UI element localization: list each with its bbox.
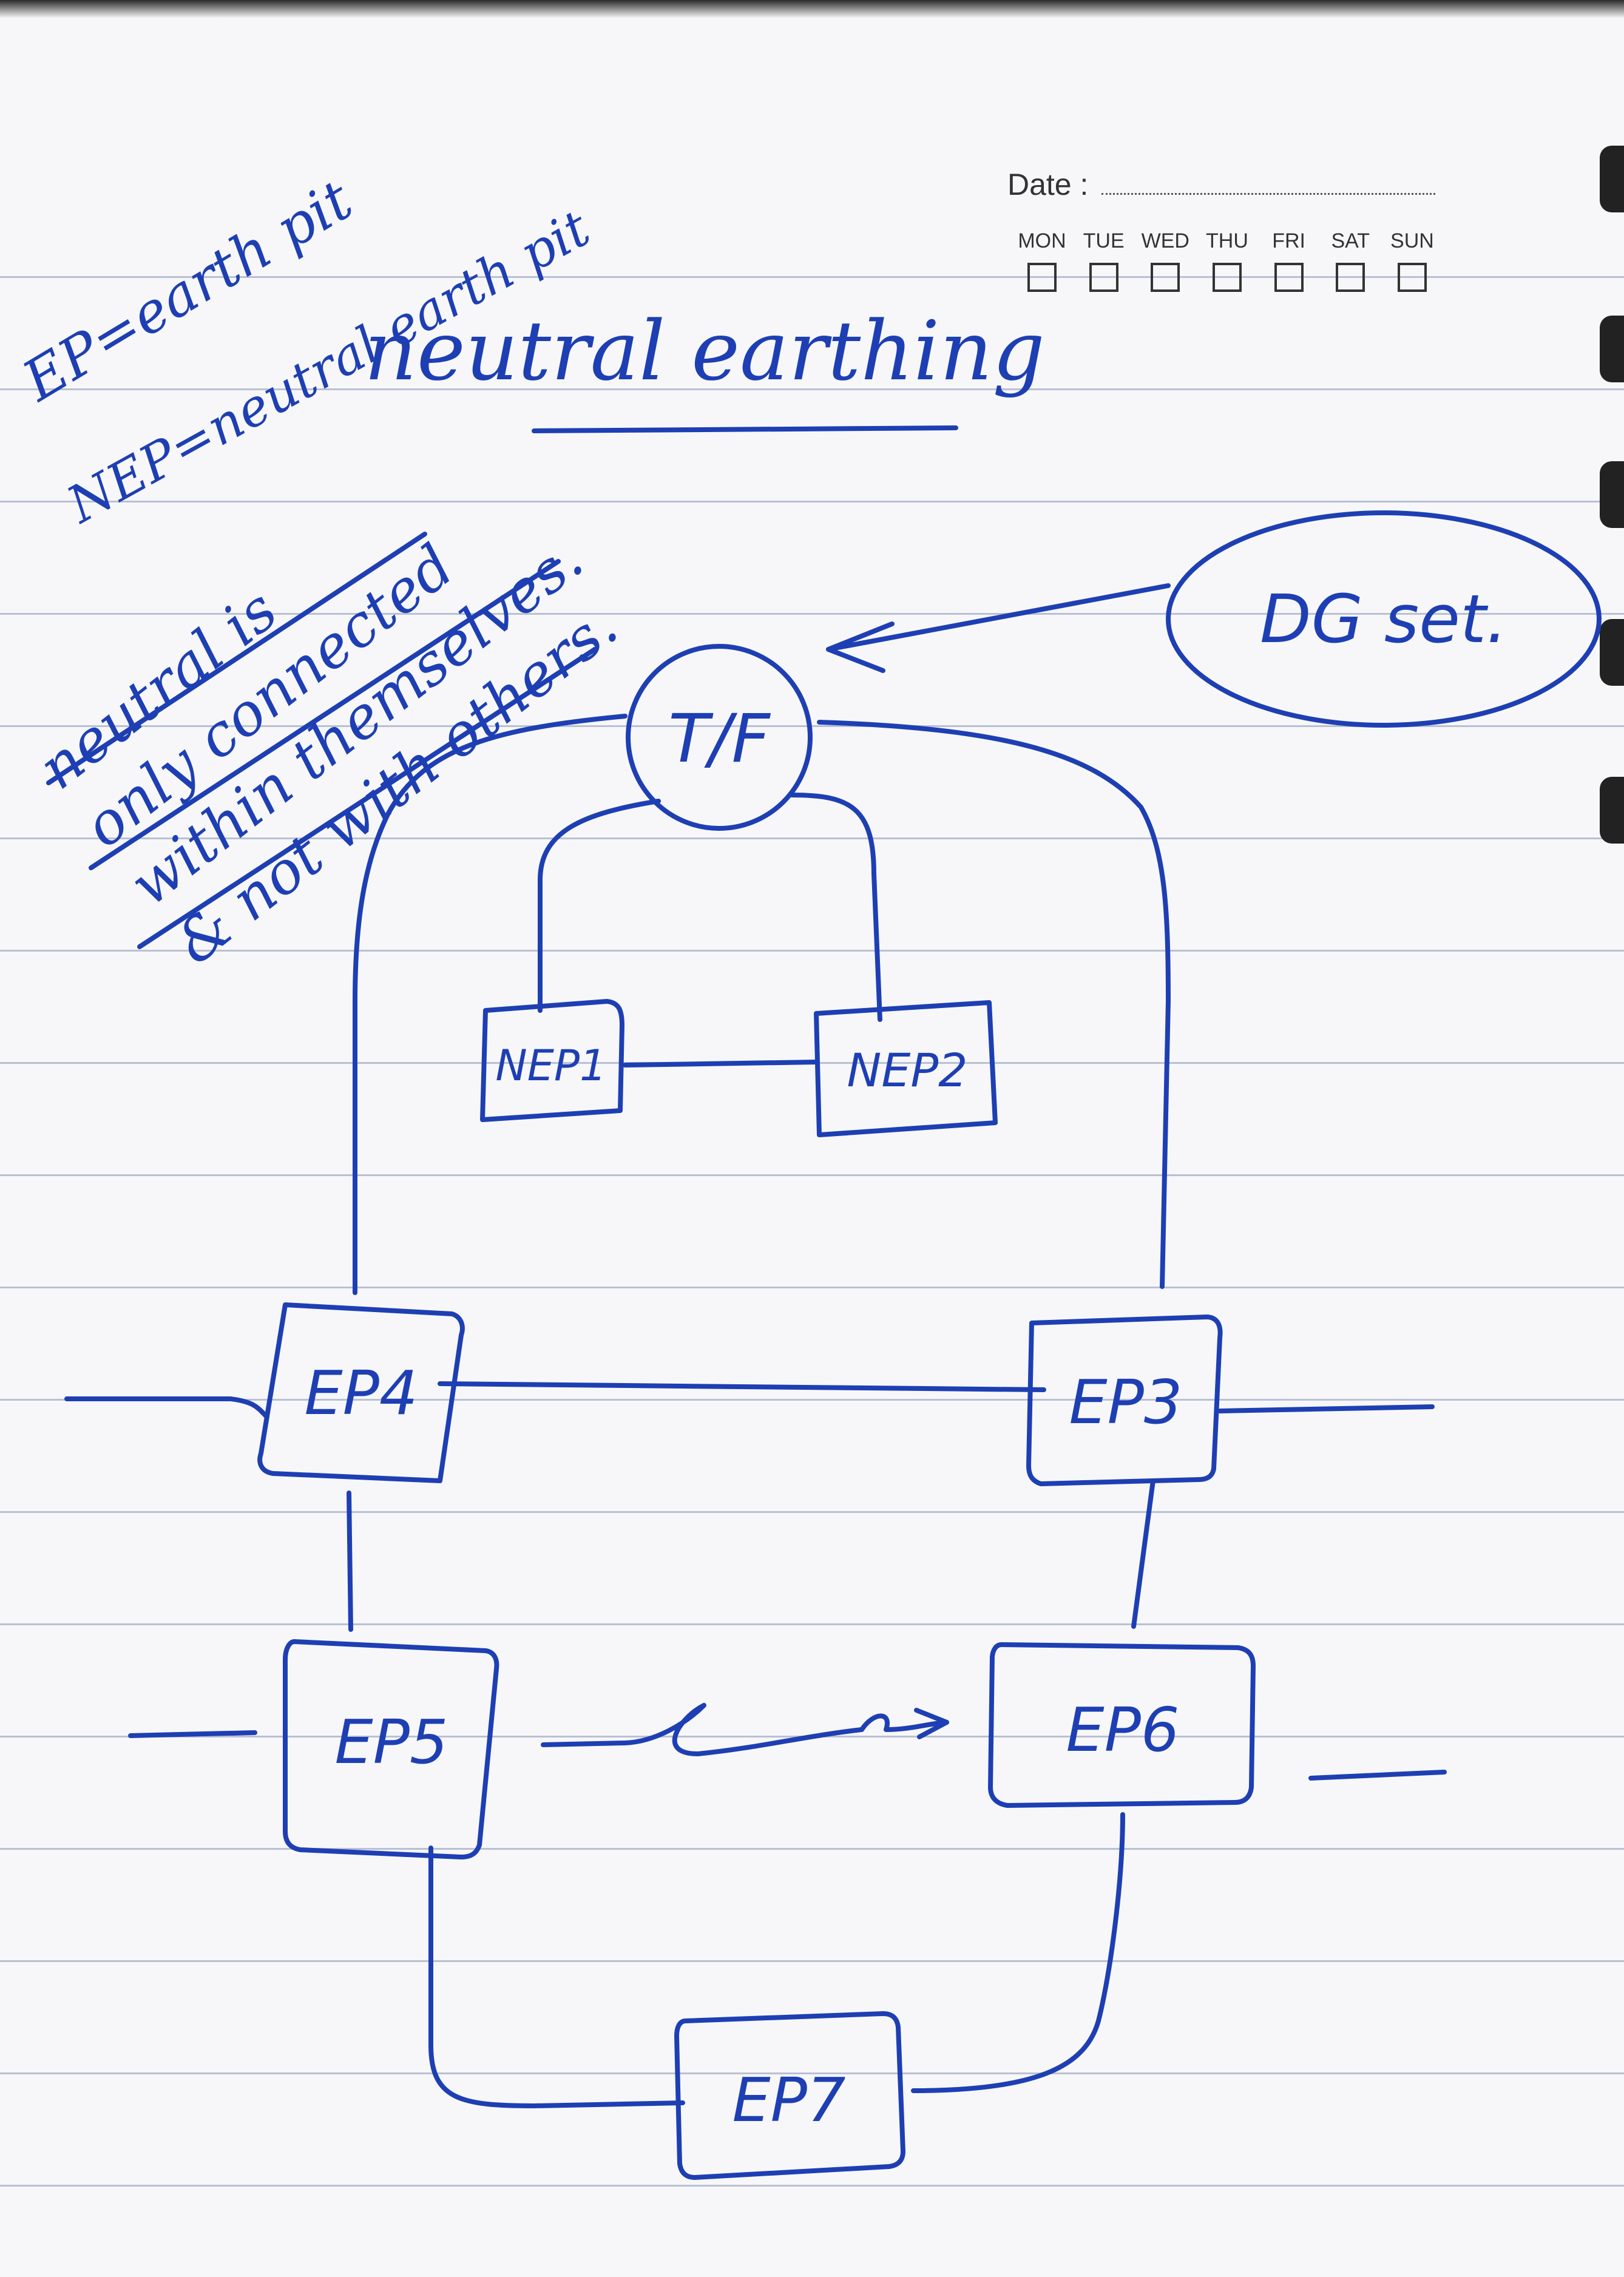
nep1-label: NEP1 <box>495 1041 606 1091</box>
transformer-to-nep1-wire <box>538 799 661 1013</box>
weekday-wed[interactable]: WED <box>1138 229 1193 292</box>
weekday-mon[interactable]: MON <box>1015 229 1069 292</box>
ep3-label: EP3 <box>1069 1367 1182 1438</box>
dg-to-transformer-arrow <box>826 583 1171 652</box>
date-field[interactable] <box>1101 193 1435 195</box>
weekday-label: MON <box>1018 229 1066 252</box>
ruled-line <box>0 1960 1624 1962</box>
arrow-head <box>914 1708 949 1739</box>
weekday-selector: MON TUE WED THU FRI SAT SUN <box>1015 229 1440 292</box>
spiral-binding-ring <box>1600 461 1624 528</box>
ep5-label: EP5 <box>334 1707 448 1778</box>
nep2-label: NEP2 <box>847 1043 967 1097</box>
spiral-binding-ring <box>1600 316 1624 382</box>
weekday-label: THU <box>1206 229 1248 252</box>
ruled-line <box>0 613 1624 615</box>
weekday-label: WED <box>1141 229 1189 252</box>
weekday-sun[interactable]: SUN <box>1385 229 1440 292</box>
ep3-to-ep6-wire <box>1131 1478 1155 1629</box>
weekday-checkbox[interactable] <box>1027 263 1057 292</box>
ruled-line <box>0 501 1624 502</box>
ruled-line <box>0 1848 1624 1850</box>
transformer-to-nep2-wire <box>790 793 882 1022</box>
ruled-line <box>0 1399 1624 1401</box>
ep4-label: EP4 <box>304 1358 418 1429</box>
ruled-line <box>0 950 1624 952</box>
spiral-binding-ring <box>1600 146 1624 212</box>
weekday-label: SAT <box>1331 229 1370 252</box>
ruled-line <box>0 2185 1624 2187</box>
ep3-box <box>1026 1314 1223 1486</box>
weekday-label: TUE <box>1083 229 1125 252</box>
ep5-box <box>283 1639 499 1859</box>
ruled-line <box>0 1174 1624 1176</box>
ruled-line <box>0 2072 1624 2074</box>
ep7-box <box>674 2011 905 2180</box>
ep5-external-line <box>128 1730 257 1738</box>
page-title: neutral earthing <box>364 303 1045 399</box>
weekday-sat[interactable]: SAT <box>1323 229 1378 292</box>
ruled-line <box>0 837 1624 839</box>
ep5-to-ep6-wire <box>541 1703 949 1756</box>
transformer-label: T/F <box>668 700 771 777</box>
ruled-line <box>0 1287 1624 1288</box>
ep4-box <box>257 1302 465 1483</box>
weekday-fri[interactable]: FRI <box>1262 229 1316 292</box>
ep6-external-line <box>1308 1770 1447 1781</box>
page-top-edge <box>0 0 1624 18</box>
ruled-line <box>0 276 1624 278</box>
transformer-circle <box>626 644 813 831</box>
date-label: Date : <box>1007 167 1089 201</box>
nep1-to-nep2-wire <box>623 1060 819 1067</box>
arrow-head <box>826 621 895 673</box>
spiral-binding-ring <box>1600 619 1624 686</box>
nep2-box <box>814 1000 998 1137</box>
ep4-to-ep3-wire <box>438 1381 1046 1392</box>
weekday-checkbox[interactable] <box>1274 263 1304 292</box>
ep3-external-line <box>1217 1404 1435 1413</box>
weekday-checkbox[interactable] <box>1151 263 1180 292</box>
weekday-checkbox[interactable] <box>1212 263 1242 292</box>
weekday-tue[interactable]: TUE <box>1077 229 1131 292</box>
spiral-binding-ring <box>1600 777 1624 844</box>
note-underline <box>137 647 597 949</box>
ruled-line <box>0 1623 1624 1625</box>
ep6-box <box>988 1642 1256 1808</box>
weekday-checkbox[interactable] <box>1089 263 1118 292</box>
weekday-checkbox[interactable] <box>1397 263 1427 292</box>
ep6-to-ep7-wire <box>911 1812 1125 2093</box>
ruled-line <box>0 725 1624 727</box>
ruled-line <box>0 1511 1624 1513</box>
note-underline <box>46 532 427 785</box>
ep5-to-ep7-wire <box>428 1846 685 2108</box>
dg-set-ellipse <box>1166 510 1602 728</box>
weekday-thu[interactable]: THU <box>1200 229 1254 292</box>
weekday-label: SUN <box>1390 229 1434 252</box>
ep4-external-line <box>64 1396 269 1419</box>
note-underline <box>89 559 561 870</box>
weekday-label: FRI <box>1272 229 1306 252</box>
transformer-to-ep4-wire <box>353 714 628 1295</box>
ruled-line <box>0 388 1624 390</box>
transformer-to-ep3-wire <box>817 720 1171 1289</box>
weekday-checkbox[interactable] <box>1336 263 1365 292</box>
ep6-label: EP6 <box>1066 1694 1179 1765</box>
dg-set-label: DG set. <box>1260 580 1507 658</box>
title-underline <box>532 425 958 433</box>
nep1-box <box>480 999 624 1122</box>
ep7-label: EP7 <box>732 2065 845 2136</box>
ep4-to-ep5-wire <box>347 1490 353 1632</box>
